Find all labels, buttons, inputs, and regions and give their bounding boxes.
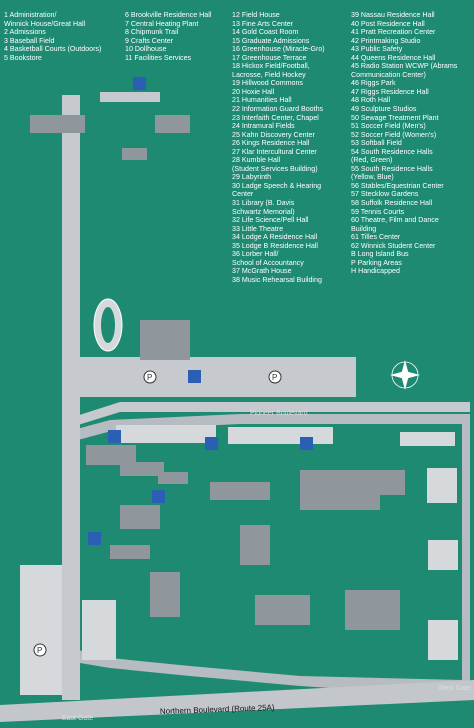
building-north-13 bbox=[30, 115, 85, 133]
handicapped-icon bbox=[88, 532, 101, 545]
building-north-2 bbox=[122, 148, 147, 160]
handicapped-icon bbox=[152, 490, 165, 503]
parking-p-3: P bbox=[37, 646, 42, 655]
compass-rose bbox=[390, 360, 420, 390]
parking-east bbox=[427, 468, 457, 503]
parking-south-west bbox=[20, 565, 62, 695]
handicapped-icon bbox=[108, 430, 121, 443]
west-road bbox=[62, 95, 80, 700]
building-library bbox=[120, 505, 160, 529]
west-gate-label: West Gate bbox=[438, 685, 471, 692]
parking-strip-large bbox=[78, 357, 356, 397]
parking-east-lower bbox=[428, 540, 458, 570]
building-south-halls bbox=[255, 595, 310, 625]
building-life-science bbox=[110, 545, 150, 559]
parking-p-1: P bbox=[147, 373, 152, 382]
building-hickox bbox=[210, 482, 270, 500]
building-lorber bbox=[150, 572, 180, 617]
handicapped-icon bbox=[205, 437, 218, 450]
parking-north-west bbox=[116, 425, 216, 443]
parking-south-east bbox=[428, 620, 458, 660]
pioneer-boulevard-label: Pioneer Boulevard bbox=[250, 410, 308, 417]
parking-p-2: P bbox=[272, 373, 277, 382]
northern-boulevard-road bbox=[0, 680, 474, 722]
east-gate-label: East Gate bbox=[62, 715, 93, 722]
north-road bbox=[100, 92, 160, 102]
handicapped-markers bbox=[88, 77, 313, 545]
building-humanities bbox=[240, 525, 270, 565]
building-south-residence bbox=[345, 590, 400, 630]
pioneer-boulevard-road bbox=[70, 402, 470, 425]
building-winnick bbox=[360, 470, 405, 495]
building-kings-hall bbox=[86, 445, 136, 465]
track-infield bbox=[101, 307, 115, 343]
building-riggs-hall bbox=[120, 462, 164, 476]
northern-boulevard-label: Northern Boulevard (Route 25A) bbox=[160, 703, 275, 716]
parking-north-center bbox=[228, 427, 333, 444]
handicapped-icon bbox=[133, 77, 146, 90]
parking-north-east bbox=[400, 432, 455, 446]
parking-south-west-inner bbox=[82, 600, 116, 660]
handicapped-icon bbox=[300, 437, 313, 450]
field-house-building bbox=[140, 320, 190, 360]
building-north-44 bbox=[155, 115, 190, 133]
building-12 bbox=[158, 472, 188, 484]
handicapped-icon bbox=[188, 370, 201, 383]
parking-markers: P P P bbox=[33, 370, 282, 657]
